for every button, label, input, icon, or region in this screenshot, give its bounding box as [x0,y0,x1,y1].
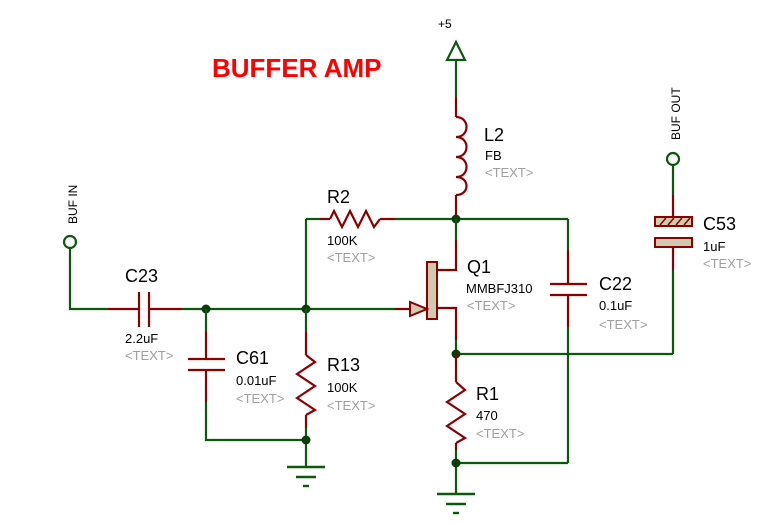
Q1-value: MMBFJ310 [466,281,532,296]
input-terminal-icon [62,234,78,250]
gate-arrow-icon [409,300,430,318]
C61-ref: C61 [236,348,269,368]
L2-ref: L2 [484,125,504,145]
inductor-L2[interactable]: L2 FB <TEXT> [454,98,533,219]
Q1-ref: Q1 [467,257,491,277]
C22-ref: C22 [599,274,632,294]
C53-text: <TEXT> [703,256,751,271]
C53-ref: C53 [703,214,736,234]
R2-value: 100K [327,233,358,248]
R1-text: <TEXT> [476,426,524,441]
C22-value: 0.1uF [599,298,632,313]
output-terminal-icon [665,151,681,167]
power-arrow-icon [445,39,467,62]
R2-ref: R2 [327,187,350,207]
resistor-R13[interactable]: R13 100K <TEXT> [295,309,375,428]
R13-text: <TEXT> [327,398,375,413]
R1-ref: R1 [476,384,499,404]
terminal-buf-in[interactable]: BUF IN [62,185,80,250]
L2-value: FB [485,148,502,163]
C22-text: <TEXT> [599,317,647,332]
C23-text: <TEXT> [125,348,173,363]
power-symbol-5v[interactable]: +5 [438,17,467,98]
ground-symbol-left [287,465,325,488]
Q1-text: <TEXT> [467,298,515,313]
capacitor-C61[interactable]: C61 0.01uF <TEXT> [188,309,284,406]
R13-ref: R13 [327,355,360,375]
schematic-title: BUFFER AMP [212,53,381,83]
c53-negative-plate [654,237,693,248]
C23-ref: C23 [125,266,158,286]
c53-positive-plate [654,216,693,227]
L2-text: <TEXT> [485,165,533,180]
buf-in-label: BUF IN [66,185,80,224]
R1-value: 470 [476,408,498,423]
C53-value: 1uF [703,239,725,254]
C61-value: 0.01uF [236,373,277,388]
capacitor-C53[interactable]: C53 1uF <TEXT> [654,171,751,271]
C23-value: 2.2uF [125,331,158,346]
R13-value: 100K [327,380,358,395]
junction-r1-ground [451,458,461,468]
power-label: +5 [438,17,452,31]
R2-text: <TEXT> [327,250,375,265]
capacitor-C23[interactable]: C23 2.2uF <TEXT> [108,266,182,363]
junction-r13-ground [301,435,311,445]
buf-out-label: BUF OUT [669,87,683,140]
jfet-channel [426,261,438,320]
capacitor-C22[interactable]: C22 0.1uF <TEXT> [550,250,647,332]
C61-text: <TEXT> [236,391,284,406]
resistor-R2[interactable]: R2 100K <TEXT> [320,187,395,265]
transistor-Q1[interactable]: Q1 MMBFJ310 <TEXT> [395,219,532,354]
terminal-buf-out[interactable]: BUF OUT [665,87,683,171]
ground-symbol-right [437,492,475,515]
resistor-R1[interactable]: R1 470 <TEXT> [445,378,524,450]
